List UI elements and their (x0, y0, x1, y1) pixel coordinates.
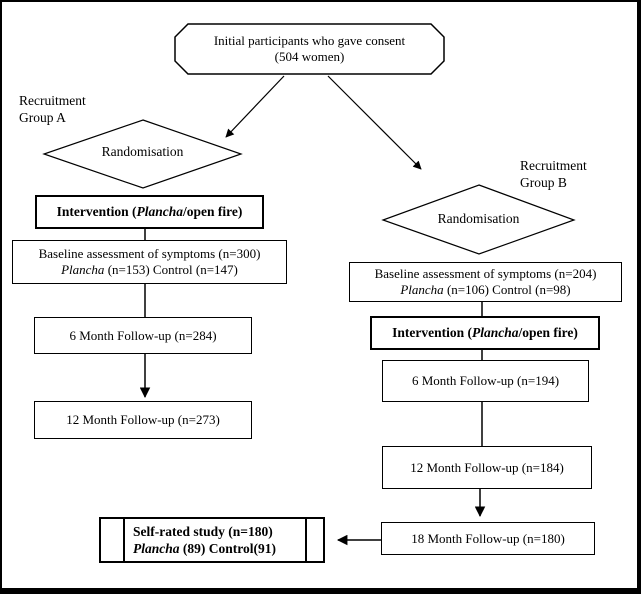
selfrated-left-cell (101, 519, 125, 561)
baseline-a-italic: Plancha (61, 262, 105, 277)
randomisation-b-node: Randomisation (383, 187, 574, 251)
consent-node: Initial participants who gave consent (5… (175, 24, 444, 74)
intervention-a-pre: Intervention ( (56, 204, 137, 219)
intervention-b-italic: Plancha (471, 325, 519, 340)
baseline-b-line2: Plancha (n=106) Control (n=98) (400, 282, 570, 298)
selfrated-line1: Self-rated study (n=180) (133, 524, 273, 539)
group-b-line2: Group B (520, 175, 567, 190)
selfrated-box: Self-rated study (n=180) Plancha (89) Co… (99, 517, 325, 563)
intervention-b-post: /open fire) (518, 325, 578, 340)
followup6-a-box: 6 Month Follow-up (n=284) (34, 317, 252, 354)
followup6-b-box: 6 Month Follow-up (n=194) (382, 360, 589, 402)
selfrated-italic: Plancha (133, 541, 180, 556)
intervention-a-post: /open fire) (183, 204, 243, 219)
consent-line2: (504 women) (274, 49, 345, 64)
group-a-line1: Recruitment (19, 93, 86, 108)
arrow-consent-to-randomisation-b (327, 75, 422, 170)
baseline-b-italic: Plancha (400, 282, 444, 297)
selfrated-right-cell (305, 519, 323, 561)
baseline-b-line1: Baseline assessment of symptoms (n=204) (374, 266, 597, 281)
followup6-a-label: 6 Month Follow-up (n=284) (69, 327, 217, 343)
consent-octagon-shape (174, 23, 445, 75)
baseline-b-box: Baseline assessment of symptoms (n=204) … (349, 262, 622, 302)
baseline-a-box: Baseline assessment of symptoms (n=300) … (12, 240, 287, 284)
followup18-b-box: 18 Month Follow-up (n=180) (381, 522, 595, 555)
randomisation-a-diamond-shape (42, 119, 243, 189)
baseline-a-line2: Plancha (n=153) Control (n=147) (61, 262, 238, 278)
followup12-a-box: 12 Month Follow-up (n=273) (34, 401, 252, 439)
baseline-b-line2-rest: (n=106) Control (n=98) (443, 282, 571, 297)
intervention-a-label: Intervention (Plancha/open fire) (57, 204, 243, 220)
intervention-a-italic: Plancha (136, 204, 183, 219)
selfrated-line2-rest: (89) Control(91) (179, 541, 276, 556)
followup12-b-box: 12 Month Follow-up (n=184) (382, 446, 592, 489)
followup12-b-label: 12 Month Follow-up (n=184) (410, 459, 564, 475)
selfrated-line2: Plancha (89) Control(91) (133, 540, 305, 557)
randomisation-b-diamond-shape (381, 184, 576, 255)
consent-line1: Initial participants who gave consent (213, 33, 406, 48)
followup18-b-label: 18 Month Follow-up (n=180) (411, 530, 565, 546)
randomisation-a-label: Randomisation (101, 144, 184, 159)
randomisation-b-label: Randomisation (437, 211, 520, 226)
selfrated-text: Self-rated study (n=180) Plancha (89) Co… (125, 519, 305, 561)
intervention-b-label: Intervention (Plancha/open fire) (392, 325, 578, 341)
followup6-b-label: 6 Month Follow-up (n=194) (411, 373, 560, 388)
intervention-a-box: Intervention (Plancha/open fire) (35, 195, 264, 229)
baseline-a-line2-rest: (n=153) Control (n=147) (104, 262, 238, 277)
recruitment-group-a-label: Recruitment Group A (19, 92, 86, 126)
randomisation-a-node: Randomisation (44, 120, 241, 184)
group-b-line1: Recruitment (520, 158, 587, 173)
intervention-b-box: Intervention (Plancha/open fire) (370, 316, 600, 350)
baseline-a-line1: Baseline assessment of symptoms (n=300) (38, 246, 261, 261)
group-a-line2: Group A (19, 110, 66, 125)
followup12-a-label: 12 Month Follow-up (n=273) (66, 412, 220, 427)
intervention-b-pre: Intervention ( (392, 325, 472, 340)
arrow-consent-to-randomisation-a (225, 75, 285, 138)
recruitment-group-b-label: Recruitment Group B (520, 157, 587, 191)
